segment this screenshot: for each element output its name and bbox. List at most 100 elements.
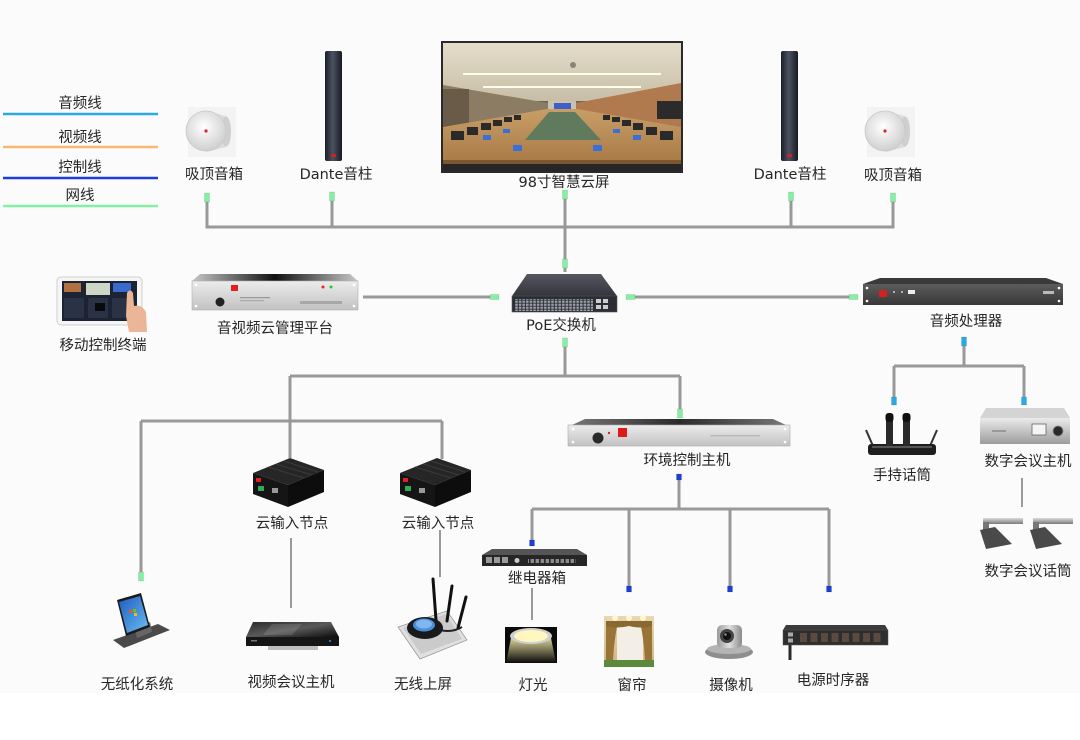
status-led bbox=[321, 285, 325, 289]
dante-column-right-label: Dante音柱 bbox=[754, 166, 827, 183]
control-plug bbox=[727, 585, 733, 593]
vc-host-logo bbox=[251, 640, 257, 642]
sequencer-switch bbox=[788, 638, 793, 643]
handheld-mic-label: 手持话筒 bbox=[873, 467, 931, 484]
curtain-floor bbox=[604, 660, 654, 667]
brand-logo bbox=[256, 478, 261, 482]
rack-front bbox=[863, 284, 1063, 305]
cloud-input-node-2-label: 云输入节点 bbox=[402, 515, 475, 532]
panel-print bbox=[710, 435, 760, 437]
rack-ear-hole bbox=[865, 286, 869, 290]
node-front bbox=[400, 473, 435, 507]
rack-ear-hole bbox=[571, 427, 575, 431]
dante-column-left-label: Dante音柱 bbox=[300, 166, 373, 183]
uplink-port bbox=[596, 305, 601, 309]
chair bbox=[633, 123, 643, 130]
front-chairs bbox=[443, 164, 681, 171]
terminal-connector bbox=[405, 486, 411, 491]
speaker-indicator bbox=[883, 129, 887, 133]
status-led bbox=[901, 291, 903, 293]
relay-port bbox=[494, 557, 500, 563]
table-edge bbox=[443, 160, 681, 164]
left-drape bbox=[606, 622, 618, 660]
receiver-trim bbox=[872, 446, 932, 448]
legend-video-label: 视频线 bbox=[58, 129, 102, 146]
sequencer-top bbox=[783, 625, 888, 630]
av-cloud-platform-label: 音视频云管理平台 bbox=[217, 320, 333, 337]
brand-logo bbox=[618, 428, 627, 437]
camera-label: 摄像机 bbox=[709, 677, 753, 694]
microphone-head bbox=[885, 413, 894, 422]
legend-audio-label: 音频线 bbox=[58, 95, 102, 112]
back-display bbox=[554, 103, 571, 111]
chair bbox=[612, 117, 620, 122]
vc-host-front bbox=[246, 637, 339, 646]
monitor bbox=[513, 145, 522, 151]
chair bbox=[660, 131, 673, 140]
antenna bbox=[865, 429, 874, 447]
conference-host-icon bbox=[980, 408, 1070, 444]
power-knob bbox=[215, 297, 225, 307]
mobile-terminal-label: 移动控制终端 bbox=[60, 337, 147, 354]
light-beam bbox=[506, 638, 556, 663]
audio-plug bbox=[891, 396, 897, 406]
power-knob bbox=[592, 432, 604, 444]
network-plug bbox=[138, 571, 144, 582]
table-monitors bbox=[483, 129, 641, 151]
share-button-top bbox=[416, 619, 432, 629]
relay-box-icon bbox=[482, 549, 587, 566]
ceiling-speaker-right-label: 吸顶音箱 bbox=[864, 167, 922, 184]
network-plug bbox=[848, 294, 859, 300]
network-plug bbox=[625, 294, 636, 300]
ptz-camera-icon bbox=[705, 625, 753, 659]
node-front bbox=[253, 473, 288, 507]
uplink-port bbox=[596, 299, 601, 303]
sheer-curtain bbox=[617, 624, 643, 660]
smart-screen-label: 98寸智慧云屏 bbox=[519, 174, 610, 191]
outlet bbox=[852, 633, 860, 642]
outlet bbox=[863, 633, 870, 642]
screen-tile bbox=[86, 283, 110, 295]
microphone-head bbox=[902, 413, 911, 422]
ceiling-speaker-right-icon bbox=[864, 107, 915, 157]
screen-tile bbox=[95, 303, 105, 311]
gooseneck bbox=[983, 518, 1023, 524]
rack-top bbox=[572, 419, 786, 425]
wireless-display-icon bbox=[397, 577, 468, 660]
network-plug bbox=[562, 189, 568, 200]
receiver-base bbox=[868, 444, 936, 455]
heat-sink-ridges bbox=[267, 460, 319, 479]
os-logo bbox=[130, 614, 133, 617]
node-side bbox=[288, 470, 324, 507]
panel-print bbox=[240, 297, 270, 299]
chair bbox=[493, 120, 502, 126]
curtain-icon bbox=[604, 615, 654, 667]
mic-base bbox=[980, 527, 1012, 549]
wall-light bbox=[612, 615, 618, 621]
screen-tile bbox=[64, 298, 84, 318]
conference-mic-label: 数字会议话筒 bbox=[985, 563, 1072, 580]
chair bbox=[451, 131, 464, 140]
wireless-display-label: 无线上屏 bbox=[394, 676, 452, 693]
lens-highlight bbox=[724, 633, 727, 636]
panel-print bbox=[1043, 291, 1054, 294]
status-led bbox=[607, 431, 611, 435]
ceiling-downlight bbox=[570, 62, 576, 68]
cloud-input-node-2-icon bbox=[400, 458, 471, 507]
status-led bbox=[329, 285, 333, 289]
poe-switch-icon bbox=[511, 274, 618, 313]
sequencer-outlets bbox=[800, 633, 881, 642]
network-plug bbox=[562, 258, 568, 269]
speaker-indicator bbox=[204, 129, 208, 133]
uplink-port bbox=[603, 305, 608, 309]
antenna bbox=[431, 577, 438, 622]
power-sequencer-label: 电源时序器 bbox=[797, 672, 870, 689]
relay-port bbox=[486, 557, 492, 563]
vu-meter bbox=[1031, 423, 1047, 436]
network-plug bbox=[329, 191, 335, 202]
rack-top bbox=[863, 278, 1063, 284]
rack-ear-hole bbox=[194, 283, 198, 287]
control-plug bbox=[826, 585, 832, 593]
control-plug bbox=[529, 539, 535, 547]
